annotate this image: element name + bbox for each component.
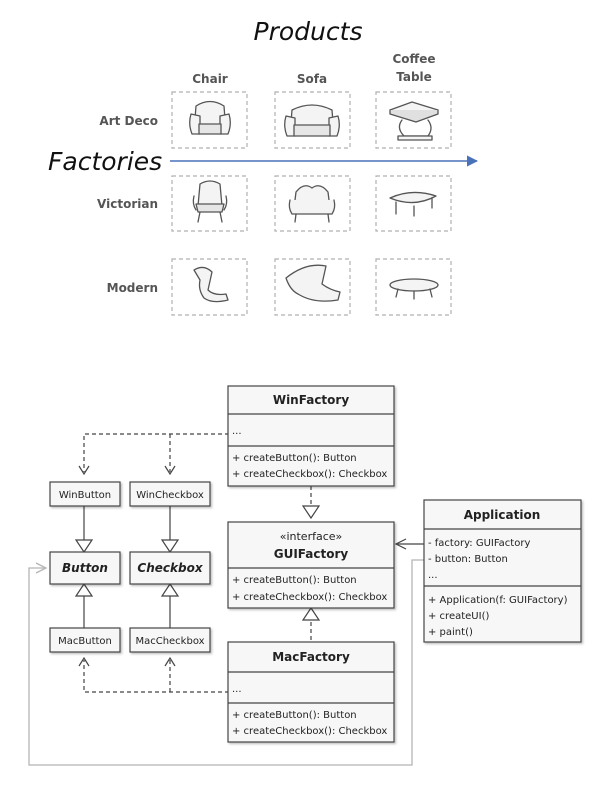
button-label: Button — [62, 561, 108, 575]
column-header-chair: Chair — [192, 72, 228, 86]
gui-factory-method: + createButton(): Button — [232, 575, 357, 586]
checkbox-interface: Checkbox — [129, 551, 211, 585]
win-factory-creates-win-button-link — [83, 433, 229, 472]
win-factory-method: + createCheckbox(): Checkbox — [232, 469, 387, 480]
win-button-label: WinButton — [59, 490, 111, 501]
cell-modern-sofa — [274, 258, 351, 316]
win-button-class: WinButton — [49, 481, 121, 507]
product-matrix: Products Chair Sofa Coffee Table Art Dec… — [48, 17, 479, 316]
cell-modern-chair — [171, 258, 248, 316]
cell-modern-coffee-table — [375, 258, 452, 316]
win-factory-field: ... — [232, 426, 242, 437]
column-header-coffee-table-line1: Coffee — [392, 52, 435, 66]
win-factory-title: WinFactory — [273, 393, 349, 407]
cell-art-deco-chair — [171, 91, 248, 149]
victorian-chair-icon — [192, 180, 228, 223]
application-title: Application — [464, 508, 541, 522]
application-method: + Application(f: GUIFactory) — [428, 595, 568, 606]
modern-sofa-icon — [285, 264, 341, 302]
application-class: Application - factory: GUIFactory - butt… — [423, 499, 582, 643]
application-method: + paint() — [428, 627, 473, 638]
mac-factory-creates-mac-button-link — [83, 660, 229, 693]
gui-factory-title: GUIFactory — [274, 547, 349, 561]
win-factory-class: WinFactory ... + createButton(): Button … — [227, 385, 395, 487]
cell-victorian-sofa — [274, 175, 351, 232]
factories-title: Factories — [48, 147, 162, 176]
gui-factory-stereotype: «interface» — [280, 530, 343, 543]
application-method: + createUI() — [428, 611, 489, 622]
button-interface: Button — [49, 551, 121, 585]
gui-factory-interface: «interface» GUIFactory + createButton():… — [227, 521, 395, 609]
modern-coffee-table-icon — [389, 278, 439, 300]
row-header-art-deco: Art Deco — [99, 114, 158, 128]
art-deco-chair-icon — [189, 100, 231, 135]
art-deco-coffee-table-icon — [389, 101, 439, 141]
products-title: Products — [254, 17, 363, 46]
application-field: ... — [428, 570, 438, 581]
mac-button-label: MacButton — [58, 636, 112, 647]
mac-factory-title: MacFactory — [272, 650, 350, 664]
victorian-sofa-icon — [288, 185, 336, 223]
application-field: - factory: GUIFactory — [428, 538, 530, 549]
application-uses-button-link — [28, 559, 424, 766]
art-deco-sofa-icon — [284, 104, 340, 137]
mac-factory-method: + createButton(): Button — [232, 710, 357, 721]
column-header-coffee-table-line2: Table — [396, 70, 432, 84]
gui-factory-method: + createCheckbox(): Checkbox — [232, 592, 387, 603]
column-header-sofa: Sofa — [297, 72, 327, 86]
mac-button-class: MacButton — [49, 627, 121, 653]
mac-factory-method: + createCheckbox(): Checkbox — [232, 726, 387, 737]
mac-checkbox-class: MacCheckbox — [129, 627, 211, 653]
row-header-modern: Modern — [107, 281, 158, 295]
victorian-coffee-table-icon — [389, 191, 437, 217]
mac-factory-field: ... — [232, 684, 242, 695]
cell-victorian-chair — [171, 175, 248, 232]
modern-chair-icon — [193, 266, 229, 303]
cell-art-deco-coffee-table — [375, 91, 452, 149]
cell-victorian-coffee-table — [375, 175, 452, 232]
mac-factory-class: MacFactory ... + createButton(): Button … — [227, 641, 395, 743]
checkbox-label: Checkbox — [137, 561, 203, 575]
row-header-victorian: Victorian — [97, 197, 158, 211]
cell-art-deco-sofa — [274, 91, 351, 149]
win-checkbox-class: WinCheckbox — [129, 481, 211, 507]
application-field: - button: Button — [428, 554, 508, 565]
mac-checkbox-label: MacCheckbox — [135, 636, 204, 647]
uml-diagram: WinButton WinCheckbox Button Checkbox Ma… — [28, 385, 582, 766]
win-checkbox-label: WinCheckbox — [136, 490, 204, 501]
win-factory-method: + createButton(): Button — [232, 453, 357, 464]
